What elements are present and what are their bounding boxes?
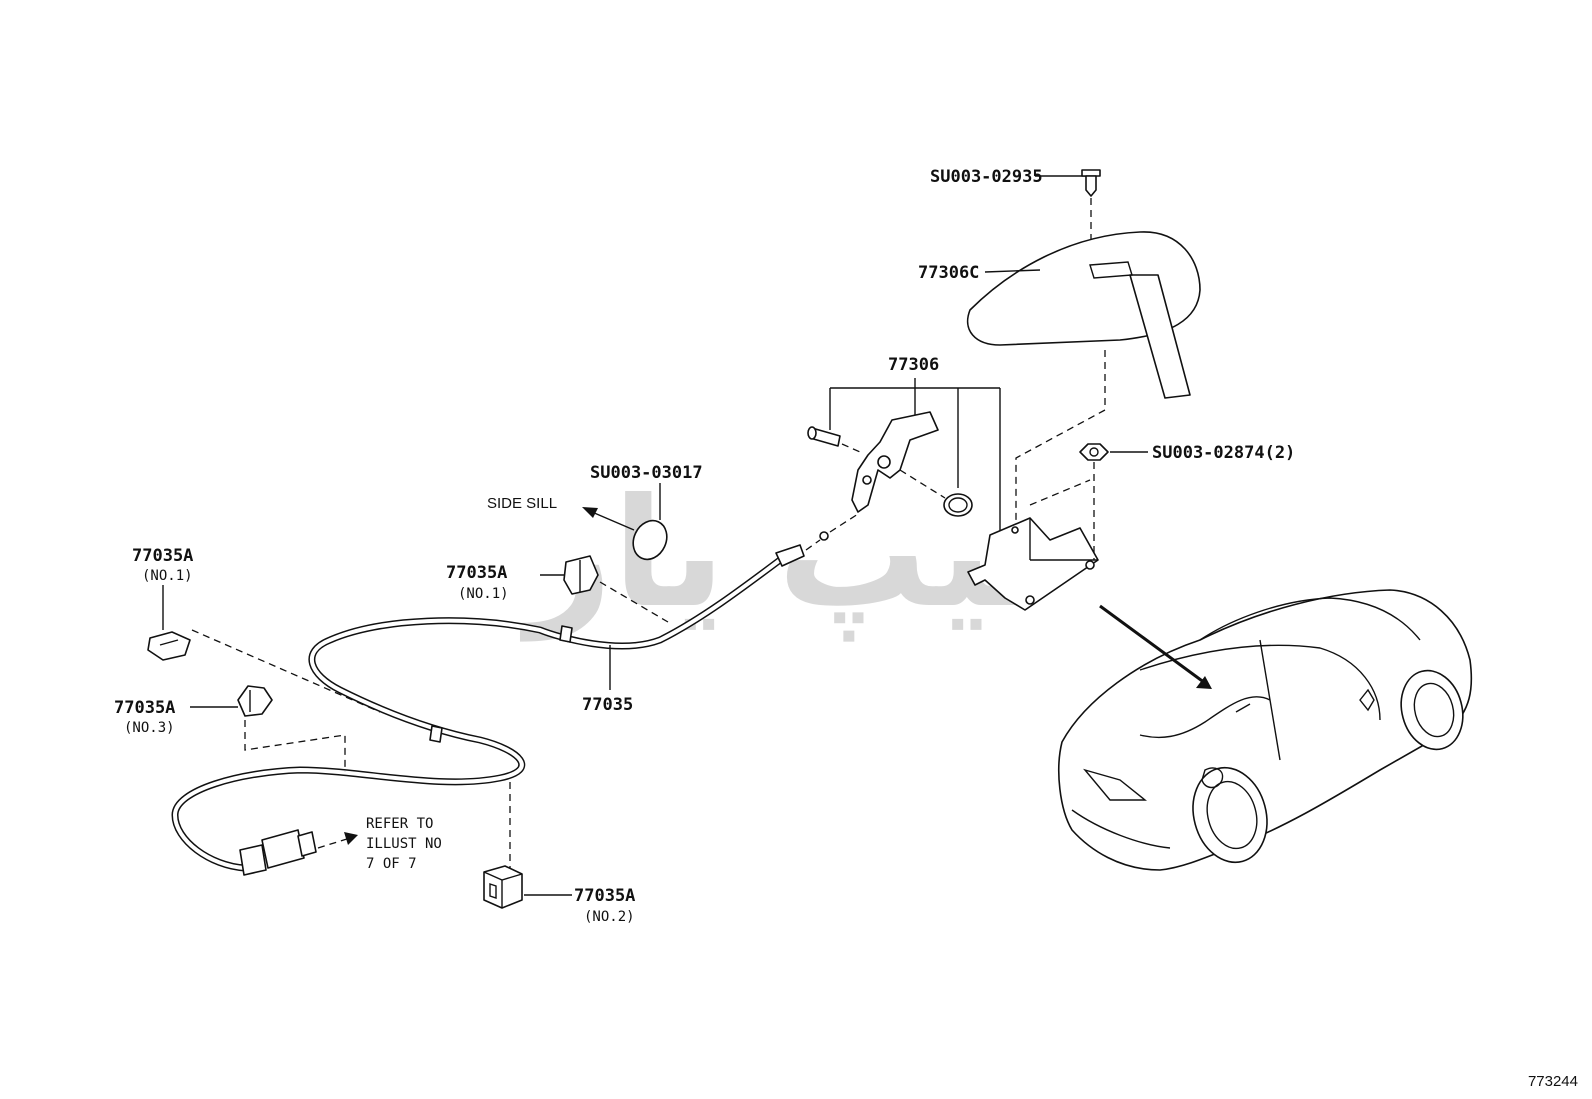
label-clip-no2: 77035A (574, 886, 635, 906)
locator-arrow-icon (1099, 604, 1212, 689)
clip-77035a-no1-left[interactable] (147, 631, 191, 661)
label-su003-03017: SU003-03017 (590, 463, 703, 483)
nut-su003-02874[interactable] (1079, 443, 1148, 560)
clip-77035a-no3[interactable] (237, 685, 273, 717)
label-clip-no1-mid-sub: (NO.1) (458, 586, 509, 602)
cable-connector[interactable] (239, 829, 317, 876)
label-su003-02935: SU003-02935 (930, 167, 1043, 187)
label-clip-no3-sub: (NO.3) (124, 720, 175, 736)
label-clip-no1-left-sub: (NO.1) (142, 568, 193, 584)
label-clip-no2-sub: (NO.2) (584, 909, 635, 925)
label-clip-no3: 77035A (114, 698, 175, 718)
refer-line-3: 7 OF 7 (366, 856, 417, 872)
refer-line-1: REFER TO (366, 816, 433, 832)
bracket-lines-77306 (829, 378, 1001, 540)
ring-77306[interactable] (943, 493, 973, 517)
figure-number: 773244 (1528, 1073, 1578, 1090)
label-clip-no1-left: 77035A (132, 546, 193, 566)
clip-77035a-no1-mid[interactable] (563, 555, 599, 595)
label-77306c: 77306C (918, 263, 979, 283)
label-77035: 77035 (582, 695, 633, 715)
screw-su003-02935[interactable] (1035, 169, 1101, 240)
cover-77306c[interactable] (966, 231, 1201, 399)
plug-su003-03017[interactable] (627, 515, 673, 565)
arrow-icon (582, 507, 635, 531)
clip-77035a-no2[interactable] (483, 865, 523, 909)
pin-77306[interactable] (807, 426, 841, 447)
base-bracket[interactable] (967, 517, 1099, 611)
label-su003-02874: SU003-02874(2) (1152, 443, 1295, 463)
label-77306: 77306 (888, 355, 939, 375)
label-clip-no1-mid: 77035A (446, 563, 507, 583)
side-sill-label: SIDE SILL (487, 495, 557, 512)
vehicle-locator-car (1058, 589, 1473, 871)
refer-line-2: ILLUST NO (366, 836, 442, 852)
cable-77035[interactable] (171, 513, 859, 872)
lever-77306[interactable] (851, 411, 939, 513)
